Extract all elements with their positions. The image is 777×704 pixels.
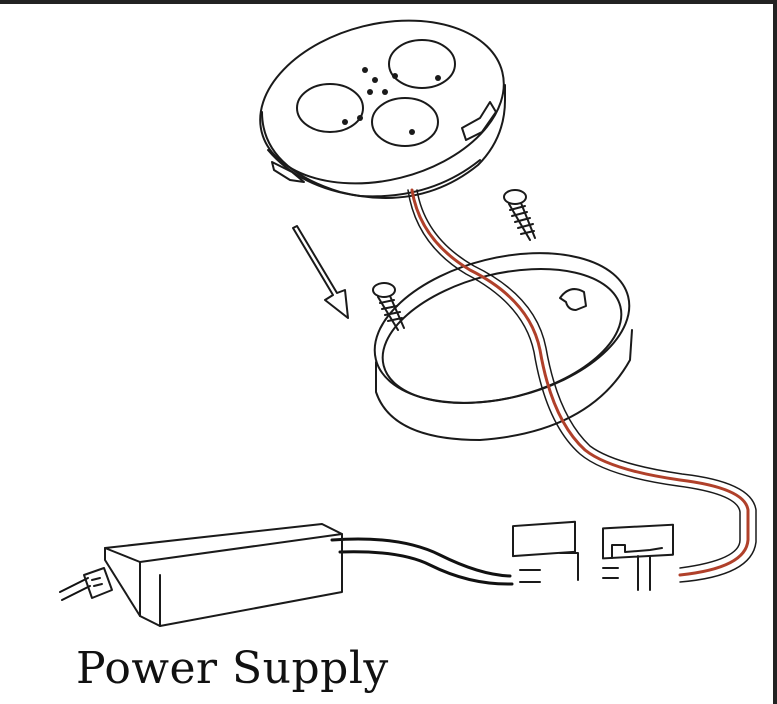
puck-side bbox=[261, 84, 506, 199]
ring-inner bbox=[381, 267, 623, 405]
screw bbox=[503, 189, 536, 241]
arrow bbox=[292, 225, 349, 319]
red-wire-outline bbox=[407, 189, 757, 583]
ring-keyhole bbox=[559, 288, 587, 311]
connector-female bbox=[512, 520, 579, 583]
ring-side bbox=[375, 329, 633, 441]
led-lens bbox=[388, 39, 456, 89]
power-supply-box bbox=[83, 523, 343, 627]
caption-power-supply: Power Supply bbox=[76, 643, 389, 694]
led-puck-light bbox=[259, 19, 506, 199]
puck-clip bbox=[271, 161, 305, 183]
mounting-ring bbox=[373, 252, 633, 441]
puck-dots bbox=[342, 67, 441, 135]
ring-top bbox=[373, 252, 631, 404]
red-wire bbox=[410, 188, 750, 577]
puck-top bbox=[259, 19, 505, 185]
ac-cord bbox=[59, 577, 91, 601]
screw bbox=[372, 282, 405, 331]
led-lens bbox=[296, 83, 364, 133]
led-lens bbox=[371, 97, 439, 147]
puck-clip bbox=[461, 101, 497, 141]
frame-border-top bbox=[0, 0, 777, 4]
connector-male bbox=[602, 523, 674, 591]
black-wire bbox=[330, 537, 514, 586]
frame-border-right bbox=[773, 0, 777, 704]
